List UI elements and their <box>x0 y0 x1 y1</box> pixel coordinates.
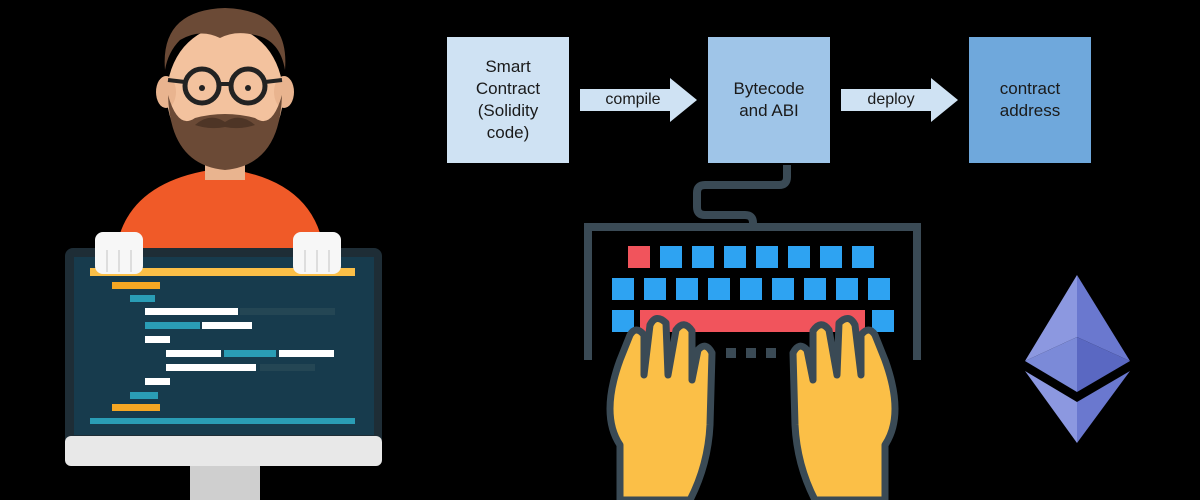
compile-arrow <box>580 78 697 122</box>
flow-step-contract-address: contract address <box>969 37 1091 163</box>
compile-label: compile <box>605 91 661 108</box>
deploy-arrow <box>841 78 958 122</box>
flow-step-smart-contract: Smart Contract (Solidity code) <box>447 37 569 163</box>
flow-step-bytecode-abi: Bytecode and ABI <box>708 37 830 163</box>
developer-illustration <box>65 8 382 500</box>
deploy-label: deploy <box>867 91 915 108</box>
keyboard-hands-illustration <box>584 165 921 500</box>
ethereum-logo-icon <box>1025 275 1130 443</box>
